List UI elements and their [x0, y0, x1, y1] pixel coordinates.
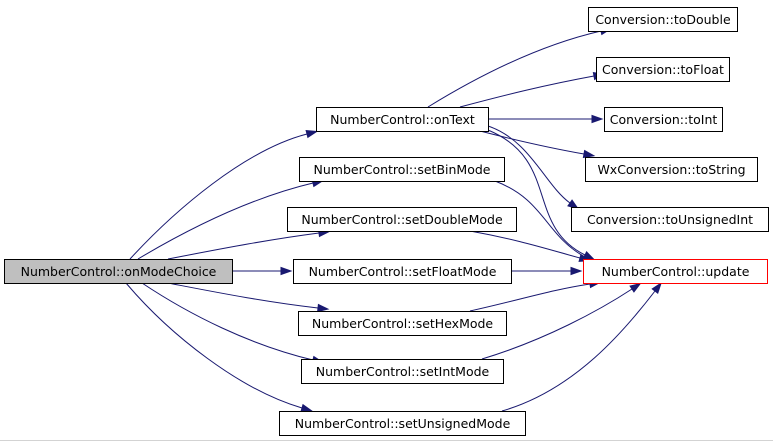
- node-onText[interactable]: NumberControl::onText: [316, 107, 489, 132]
- edge-setIntMode-to-update: [481, 282, 642, 360]
- node-toString[interactable]: WxConversion::toString: [585, 157, 758, 182]
- arrowhead-icon: [317, 303, 330, 313]
- node-setUnsignedMode[interactable]: NumberControl::setUnsignedMode: [279, 411, 526, 436]
- edge-line: [129, 133, 308, 260]
- node-label: NumberControl::setIntMode: [316, 364, 490, 379]
- node-label: NumberControl::setHexMode: [312, 316, 494, 331]
- edge-onText-to-toInt: [488, 114, 604, 124]
- edge-line: [469, 283, 591, 312]
- node-box: [596, 57, 730, 82]
- node-setDoubleMode[interactable]: NumberControl::setDoubleMode: [287, 207, 517, 232]
- node-box: [316, 107, 489, 132]
- edge-line: [125, 282, 303, 409]
- edge-line: [487, 129, 586, 256]
- arrowhead-icon: [305, 130, 319, 139]
- node-toFloat[interactable]: Conversion::toFloat: [596, 57, 730, 82]
- edge-line: [167, 282, 319, 309]
- nodes-layer: NumberControl::onModeChoiceNumberControl…: [4, 7, 769, 436]
- edge-onModeChoice-to-setHexMode: [167, 282, 330, 313]
- edge-line: [469, 230, 581, 259]
- node-box: [583, 259, 768, 284]
- edge-onModeChoice-to-onText: [129, 130, 319, 260]
- node-onModeChoice[interactable]: NumberControl::onModeChoice: [4, 259, 233, 284]
- node-label: NumberControl::onModeChoice: [21, 264, 217, 279]
- arrowhead-icon: [582, 149, 596, 159]
- edge-setHexMode-to-update: [469, 279, 602, 312]
- node-label: NumberControl::setBinMode: [314, 162, 491, 177]
- arrowhead-icon: [280, 266, 293, 276]
- node-label: NumberControl::setDoubleMode: [301, 212, 503, 227]
- node-label: NumberControl::onText: [330, 112, 475, 127]
- node-label: WxConversion::toString: [597, 162, 745, 177]
- node-update[interactable]: NumberControl::update: [583, 259, 768, 284]
- node-setIntMode[interactable]: NumberControl::setIntMode: [301, 359, 504, 384]
- node-box: [299, 157, 505, 182]
- edge-line: [487, 125, 571, 204]
- arrowhead-icon: [570, 266, 583, 276]
- node-box: [604, 107, 723, 132]
- node-box: [4, 259, 233, 284]
- node-label: NumberControl::setFloatMode: [309, 264, 497, 279]
- node-label: NumberControl::setUnsignedMode: [295, 416, 511, 431]
- node-label: Conversion::toInt: [610, 112, 718, 127]
- edge-line: [479, 130, 585, 155]
- edge-onModeChoice-to-setUnsignedMode: [125, 282, 314, 412]
- node-box: [571, 207, 769, 232]
- node-box: [293, 259, 512, 284]
- node-box: [301, 359, 504, 384]
- edge-line: [501, 290, 656, 412]
- node-box: [588, 7, 738, 32]
- arrowhead-icon: [591, 114, 604, 124]
- edge-line: [494, 180, 586, 258]
- node-box: [279, 411, 526, 436]
- node-label: Conversion::toFloat: [602, 62, 724, 77]
- edge-onText-to-toDouble: [427, 27, 613, 108]
- arrowhead-icon: [629, 282, 642, 293]
- node-box: [298, 311, 507, 336]
- edge-onText-to-toString: [479, 130, 596, 159]
- arrowhead-icon: [651, 281, 663, 294]
- edge-line: [481, 288, 633, 360]
- edge-line: [167, 232, 320, 260]
- node-label: Conversion::toUnsignedInt: [587, 212, 753, 227]
- edge-setFloatMode-to-update: [511, 266, 583, 276]
- edge-onModeChoice-to-setFloatMode: [232, 266, 293, 276]
- edge-line: [459, 75, 595, 108]
- node-setBinMode[interactable]: NumberControl::setBinMode: [299, 157, 505, 182]
- node-label: NumberControl::update: [602, 264, 750, 279]
- node-toDouble[interactable]: Conversion::toDouble: [588, 7, 738, 32]
- node-toUnsignedInt[interactable]: Conversion::toUnsignedInt: [571, 207, 769, 232]
- node-setFloatMode[interactable]: NumberControl::setFloatMode: [293, 259, 512, 284]
- node-box: [585, 157, 758, 182]
- edge-setUnsignedMode-to-update: [501, 281, 663, 412]
- node-setHexMode[interactable]: NumberControl::setHexMode: [298, 311, 507, 336]
- edge-line: [137, 182, 314, 260]
- node-box: [287, 207, 517, 232]
- edge-onModeChoice-to-setDoubleMode: [167, 228, 331, 260]
- edge-line: [427, 30, 602, 108]
- node-label: Conversion::toDouble: [595, 12, 731, 27]
- edge-onText-to-update: [487, 129, 596, 261]
- arrowhead-icon: [300, 403, 314, 412]
- edge-onText-to-toFloat: [459, 71, 606, 108]
- edge-line: [141, 282, 314, 361]
- node-toInt[interactable]: Conversion::toInt: [604, 107, 723, 132]
